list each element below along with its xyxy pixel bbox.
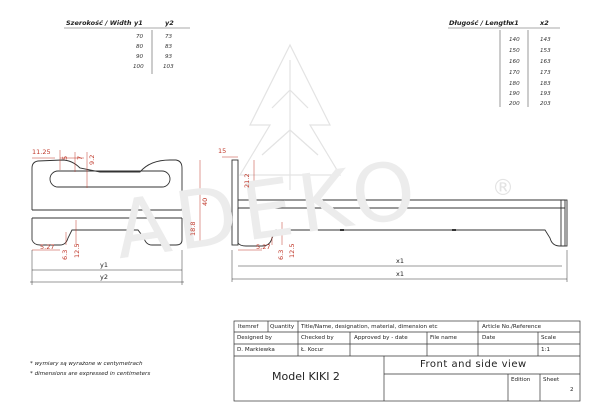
length-row-5-x2: 183 (540, 81, 551, 87)
width-row-3-y2: 93 (165, 54, 173, 60)
side-dim-5-27: 5.27 (256, 243, 271, 251)
length-row-2-x1: 150 (509, 48, 520, 54)
tb-edition-label: Edition (511, 377, 531, 383)
length-row-7-x1: 200 (509, 101, 520, 107)
width-row-1-width: 70 (136, 34, 144, 40)
side-dim-12-5: 12.5 (288, 243, 296, 258)
front-dim-12-5: 12.5 (73, 243, 81, 258)
front-dim-y2: y2 (100, 273, 108, 281)
length-row-3-x1: 160 (509, 59, 520, 65)
length-row-6-x1: 190 (509, 91, 520, 97)
side-dim-x1-inner: x1 (396, 257, 404, 265)
note-english: * dimensions are expressed in centimeter… (30, 371, 151, 377)
front-dim-5: 5 (61, 155, 69, 160)
watermark-registered-icon: ® (492, 176, 514, 201)
title-block-grid (233, 320, 581, 402)
watermark-tree-icon (238, 43, 342, 190)
side-dim-x1-outer: x1 (396, 270, 404, 278)
width-row-2-y2: 83 (165, 44, 173, 50)
length-row-4-x1: 170 (509, 70, 520, 76)
tb-checked-by: Ł. Kocur (301, 347, 324, 353)
front-dim-5-27: 5.27 (40, 243, 55, 251)
tb-sheet-label: Sheet (543, 377, 560, 383)
width-row-1-y2: 73 (165, 34, 173, 40)
length-row-2-x2: 153 (540, 48, 551, 54)
tb-article-label: Article No./Reference (482, 324, 542, 330)
tb-approved-label: Approved by - date (354, 335, 408, 341)
width-row-2-width: 80 (136, 44, 144, 50)
length-row-7-x2: 203 (540, 101, 551, 107)
width-table-col-y2: y2 (165, 19, 174, 27)
tb-title-label: Title/Name, designation, material, dimen… (301, 324, 438, 330)
front-dim-18-8: 18.8 (189, 221, 197, 236)
tb-checked-by-label: Checked by (301, 335, 334, 341)
length-row-5-x1: 180 (509, 81, 520, 87)
tb-itemref: Itemref (238, 324, 259, 330)
tb-quantity: Quantity (270, 324, 295, 330)
side-dim-6-3: 6.3 (277, 249, 285, 260)
width-row-4-width: 100 (133, 64, 144, 70)
tb-model: Model KIKI 2 (272, 370, 340, 383)
width-row-4-y2: 103 (163, 64, 174, 70)
tb-sheet-value: 2 (570, 387, 574, 393)
tb-designed-by-label: Designed by (237, 335, 272, 341)
tb-scale-label: Scale (541, 335, 557, 341)
length-row-3-x2: 163 (540, 59, 551, 65)
front-dim-y1: y1 (100, 261, 108, 269)
side-view-outline (231, 159, 568, 247)
length-row-6-x2: 193 (540, 91, 551, 97)
side-dim-21-2: 21.2 (243, 173, 251, 188)
length-row-4-x2: 173 (540, 70, 551, 76)
side-dim-15: 15 (218, 147, 227, 155)
tb-designed-by: D. Markiewka (237, 347, 275, 353)
width-table-header: Szerokość / Width (66, 19, 132, 27)
front-dim-6-3: 6.3 (61, 249, 69, 260)
length-table-col-x1: x1 (510, 19, 519, 27)
tb-date-label: Date (482, 335, 496, 341)
width-row-3-width: 90 (136, 54, 144, 60)
length-row-1-x1: 140 (509, 37, 520, 43)
length-table-col-x2: x2 (540, 19, 549, 27)
length-table-header: Długość / Length (449, 19, 511, 27)
front-dim-7: 7 (76, 155, 84, 160)
tb-file-name-label: File name (430, 335, 458, 341)
front-dim-9-2: 9.2 (88, 154, 96, 165)
front-dim-40: 40 (201, 197, 209, 206)
front-view-outline (31, 159, 183, 246)
note-polish: * wymiary są wyrażone w centymetrach (30, 361, 143, 367)
width-table-col-y1: y1 (134, 19, 143, 27)
length-row-1-x2: 143 (540, 37, 551, 43)
tb-scale-value: 1:1 (541, 347, 551, 353)
front-dim-11-25: 11.25 (32, 148, 51, 156)
tb-view-title: Front and side view (420, 359, 527, 370)
